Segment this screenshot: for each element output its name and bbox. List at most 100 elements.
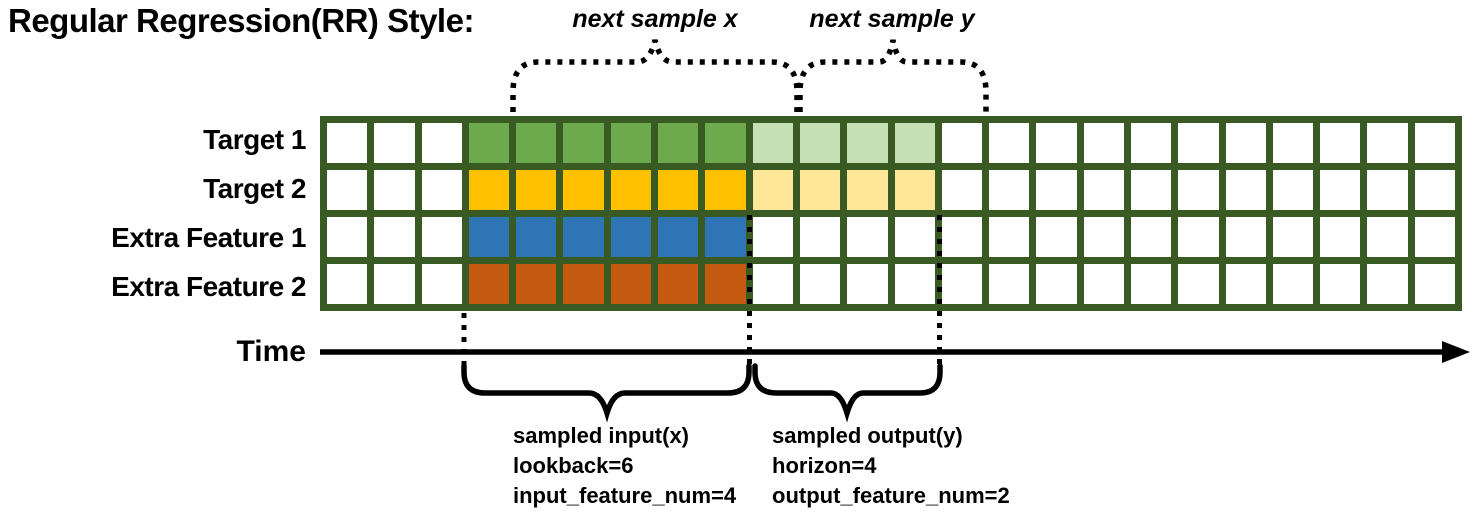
next-sample-y-brace <box>797 39 989 112</box>
grid-cell <box>610 123 652 163</box>
diagram-title: Regular Regression(RR) Style: <box>8 2 474 39</box>
grid-cell <box>1178 264 1219 304</box>
grid-cell <box>799 217 841 257</box>
grid-cell <box>1320 264 1361 304</box>
grid-cell <box>1272 170 1314 210</box>
grid-cell <box>516 170 557 210</box>
grid-cell <box>516 217 557 257</box>
grid-cell <box>1367 264 1408 304</box>
grid-cell <box>658 264 699 304</box>
sampled-output-title: sampled output(y) <box>772 423 963 448</box>
grid-cell <box>468 264 510 304</box>
grid-cell <box>1367 217 1408 257</box>
grid-cell <box>989 170 1030 210</box>
grid-cell <box>705 170 746 210</box>
grid-cell <box>1036 217 1077 257</box>
next-sample-x-brace <box>510 39 800 112</box>
grid-cell <box>847 170 888 210</box>
grid-cell <box>752 217 793 257</box>
grid-cell <box>516 123 557 163</box>
grid-cell <box>327 123 368 163</box>
grid-cell <box>941 217 983 257</box>
grid-cell <box>1225 217 1266 257</box>
grid-cell <box>894 217 935 257</box>
grid-cell <box>894 264 935 304</box>
grid-cell <box>941 170 983 210</box>
grid-cell <box>1414 217 1455 257</box>
grid-cell <box>847 123 888 163</box>
grid-cell <box>1130 264 1172 304</box>
grid-cell <box>1130 123 1172 163</box>
grid-cell <box>658 170 699 210</box>
grid-cell <box>1367 170 1408 210</box>
grid-cell <box>468 123 510 163</box>
grid-cell <box>705 217 746 257</box>
time-axis-label: Time <box>236 335 306 368</box>
grid-cell <box>563 217 604 257</box>
output-feature-num: output_feature_num=2 <box>772 483 1010 508</box>
grid-cell <box>1320 123 1361 163</box>
sampled-input-brace <box>461 363 752 423</box>
lookback-value: lookback=6 <box>513 453 634 478</box>
horizon-value: horizon=4 <box>772 453 877 478</box>
grid-cell <box>610 217 652 257</box>
grid-cell <box>658 123 699 163</box>
grid-cell <box>799 264 841 304</box>
grid-cell <box>705 264 746 304</box>
grid-cell <box>1178 123 1219 163</box>
grid-cell <box>516 264 557 304</box>
grid-cell <box>989 123 1030 163</box>
grid-cell <box>1272 217 1314 257</box>
grid-cell <box>989 264 1030 304</box>
grid-cell <box>752 123 793 163</box>
grid-cell <box>894 123 935 163</box>
grid-cell <box>1083 264 1124 304</box>
row-label-target-1: Target 1 <box>203 124 306 156</box>
grid-cell <box>327 217 368 257</box>
grid-cell <box>658 217 699 257</box>
grid-cell <box>1130 217 1172 257</box>
grid-cell <box>847 264 888 304</box>
grid-cell <box>1414 170 1455 210</box>
time-arrowhead-icon <box>1442 341 1470 363</box>
grid-cell <box>563 123 604 163</box>
sampled-input-note: sampled input(x) lookback=6 input_featur… <box>513 421 736 511</box>
grid-cell <box>941 264 983 304</box>
next-sample-x-label: next sample x <box>572 5 738 33</box>
grid-cell <box>1225 264 1266 304</box>
grid-cell <box>1320 170 1361 210</box>
grid-cell <box>563 170 604 210</box>
sampled-input-title: sampled input(x) <box>513 423 690 448</box>
grid-cell <box>327 264 368 304</box>
grid-cell <box>1225 170 1266 210</box>
row-label-target-2: Target 2 <box>203 173 306 205</box>
row-label-extra-feature-1: Extra Feature 1 <box>111 221 306 253</box>
grid-cell <box>1178 217 1219 257</box>
grid-cell <box>847 217 888 257</box>
grid-cell <box>1036 170 1077 210</box>
grid-cell <box>752 170 793 210</box>
grid-cell <box>421 123 462 163</box>
grid-cell <box>1178 170 1219 210</box>
grid-cell <box>421 217 462 257</box>
grid-cell <box>1083 170 1124 210</box>
grid-cell <box>1083 217 1124 257</box>
grid-cell <box>941 123 983 163</box>
grid-cell <box>374 170 415 210</box>
grid-cell <box>1130 170 1172 210</box>
grid-cell <box>705 123 746 163</box>
grid-cell <box>752 264 793 304</box>
row-labels: Target 1 Target 2 Extra Feature 1 Extra … <box>0 116 306 311</box>
grid-cell <box>989 217 1030 257</box>
grid-cell <box>374 123 415 163</box>
grid-cell <box>1320 217 1361 257</box>
grid-cell <box>563 264 604 304</box>
grid-cell <box>1414 264 1455 304</box>
grid-cell <box>799 123 841 163</box>
grid-cell <box>468 170 510 210</box>
grid-cell <box>799 170 841 210</box>
grid-cell <box>1083 123 1124 163</box>
grid-cell <box>1036 123 1077 163</box>
grid-cell <box>1272 264 1314 304</box>
